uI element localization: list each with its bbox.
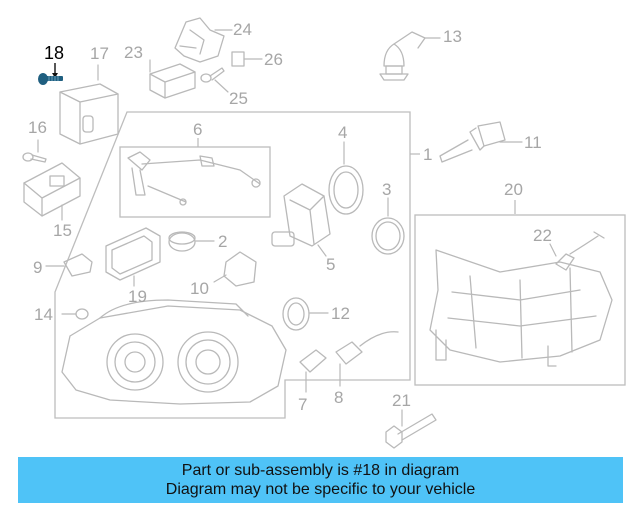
callout-18[interactable]: 18 [44,43,65,63]
callout-24[interactable]: 24 [233,20,252,39]
housing-20 [429,249,613,367]
callout-15[interactable]: 15 [53,221,72,240]
screw-16 [22,139,47,163]
motor-5 [271,183,331,257]
callout-10[interactable]: 10 [190,279,209,298]
bulb-11 [439,121,523,163]
headlamp-housing [61,299,287,405]
info-banner: Part or sub-assembly is #18 in diagram D… [18,457,623,503]
callout-26[interactable]: 26 [264,50,283,69]
callout-9[interactable]: 9 [33,258,43,277]
bracket-24 [174,17,233,63]
bolt-21 [385,409,437,449]
clip-26 [231,51,263,67]
headlamp-assembly-frame [54,111,411,419]
callout-25[interactable]: 25 [229,89,248,108]
ballast-15 [23,162,81,221]
cover-19 [105,227,161,287]
callout-2[interactable]: 2 [218,232,228,251]
socket-10 [213,251,257,287]
callout-13[interactable]: 13 [443,27,462,46]
callout-20[interactable]: 20 [504,180,523,199]
callout-14[interactable]: 14 [34,305,53,324]
level-sensor-frame [119,146,271,218]
socket-12 [282,297,329,331]
callout-6[interactable]: 6 [193,120,203,139]
bulb-7 [299,349,327,393]
callout-17[interactable]: 17 [90,44,109,63]
callout-8[interactable]: 8 [334,388,344,407]
socket-8 [335,331,399,387]
grommet-2 [168,231,215,252]
ring-3 [371,197,405,255]
bulb-13 [379,31,441,81]
control-module-17 [59,64,119,145]
plug-14 [61,308,89,320]
callout-3[interactable]: 3 [382,180,392,199]
callout-4[interactable]: 4 [338,123,348,142]
callout-23[interactable]: 23 [124,43,143,62]
callout-7[interactable]: 7 [298,395,308,414]
callout-21[interactable]: 21 [392,391,411,410]
callout-5[interactable]: 5 [326,255,336,274]
ring-4 [328,141,364,215]
callout-11[interactable]: 11 [524,133,542,152]
bulb-9 [45,253,93,277]
module-23 [149,59,196,99]
banner-line-disclaimer: Diagram may not be specific to your vehi… [165,481,476,498]
screw-25 [200,67,229,93]
callout-12[interactable]: 12 [331,304,350,323]
screw-18-part [38,63,63,85]
callout-22[interactable]: 22 [533,226,552,245]
callout-16[interactable]: 16 [28,118,47,137]
banner-line-part: Part or sub-assembly is #18 in diagram [181,462,460,479]
connector-22 [549,231,605,271]
callout-19[interactable]: 19 [128,287,147,306]
housing-frame [414,214,626,386]
callout-1[interactable]: 1 [423,145,433,164]
level-sensor-6 [127,151,261,206]
